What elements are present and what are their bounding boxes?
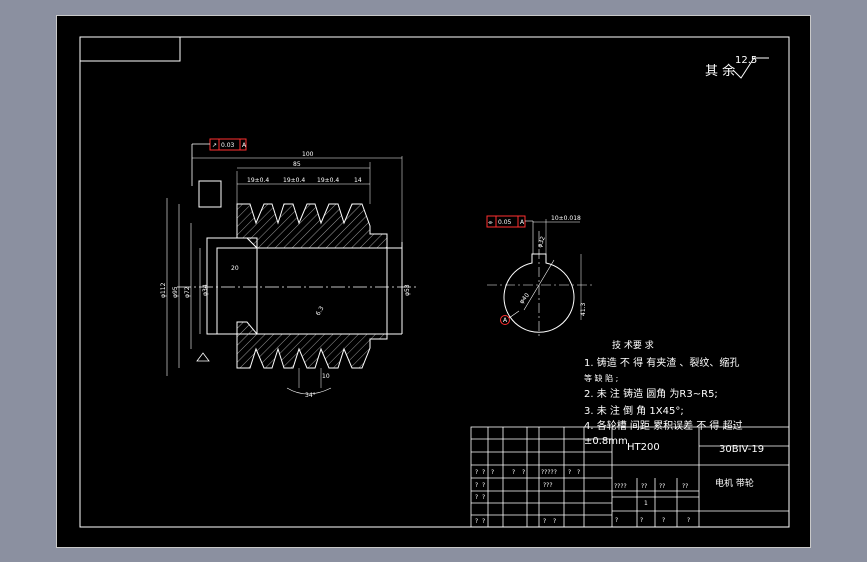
section-bore-diameter: φ40 [518, 292, 531, 306]
tb-b2: ??? [543, 482, 553, 489]
tb-info-0: ???? [614, 483, 627, 490]
roughness-note: 其 余 12.5 [705, 55, 769, 79]
drawing-viewport[interactable]: 其 余 12.5 ↗ 0.03 A [56, 15, 811, 548]
tb-info-3: ?? [682, 483, 688, 490]
roughness-symbol [732, 57, 769, 79]
tb-a4: ? [522, 469, 525, 476]
dim-outer-diameter: φ112 [160, 282, 167, 298]
tb-bottom-2: ? [662, 517, 665, 524]
dim-datum-diameter: φ95 [172, 286, 179, 298]
main-view: ↗ 0.03 A 100 85 19±0.4 19±0.4 19±0.4 14 [160, 138, 417, 399]
tb-bottom-1: ? [640, 517, 643, 524]
tech-req-line-5: 4. 各轮槽 间距 累积误差 不 得 超过 [584, 419, 743, 432]
tb-d1: ? [482, 518, 485, 525]
top-dimensions: 100 85 19±0.4 19±0.4 19±0.4 14 [192, 151, 403, 242]
symmetry-value: 0.05 [498, 219, 512, 226]
tb-d3: ? [553, 518, 556, 525]
runout-datum: A [242, 142, 247, 149]
upper-section-hatch [236, 203, 388, 249]
symmetry-tolerance-frame: ⌯ 0.05 A [486, 215, 534, 254]
runout-value: 0.03 [221, 142, 235, 149]
dim-groove-pitch-1: 19±0.4 [247, 177, 269, 184]
tb-a1: ? [482, 469, 485, 476]
bore-outline [256, 247, 388, 335]
datum-a-label: A [503, 317, 508, 324]
runout-symbol: ↗ [212, 142, 217, 149]
tb-info-1: ?? [641, 483, 647, 490]
keyway-depth: 41.3 [580, 302, 587, 316]
dim-groove-diameter: φ72 [184, 286, 191, 298]
keyway-width: 10±0.018 [551, 215, 581, 222]
tech-req-title: 技 术要 求 [612, 339, 654, 351]
corner-reference-box [79, 36, 181, 62]
dim-groove-pitch-2: 19±0.4 [283, 177, 305, 184]
left-boss [198, 180, 222, 208]
cad-drawing-sheet: 其 余 12.5 ↗ 0.03 A [79, 36, 790, 528]
tb-c1: ? [482, 494, 485, 501]
tb-info2-0: 1 [644, 500, 648, 507]
tb-part-name: 电机 带轮 [715, 477, 754, 489]
dim-groove-span: 85 [293, 161, 301, 168]
tech-req-line-2: 等 缺 陷 ; [584, 373, 618, 383]
technical-requirements: 技 术要 求 1. 铸造 不 得 有夹渣 、裂纹、缩孔 等 缺 陷 ; 2. 未… [584, 339, 743, 447]
dim-groove-width: 10 [322, 373, 330, 380]
dim-roughness-mark: 6.3 [315, 305, 326, 317]
section-side-mark: φ32 [536, 235, 547, 248]
section-view: ⌯ 0.05 A 10±0.018 41.3 φ32 φ40 A [486, 215, 592, 336]
tb-c0: ? [475, 494, 478, 501]
dim-chamfer-depth: 20 [231, 265, 239, 272]
tb-a0: ? [475, 469, 478, 476]
tech-req-line-3: 2. 未 注 铸造 圆角 为R3~R5; [584, 387, 718, 400]
dim-end-offset: 14 [354, 177, 362, 184]
title-block [470, 426, 790, 528]
tb-a7: ? [577, 469, 580, 476]
dim-groove-angle: 34° [305, 392, 316, 399]
tb-b1: ? [482, 482, 485, 489]
datum-triangle [196, 352, 210, 362]
dim-bore-diameter: φ34 [202, 284, 209, 296]
symmetry-datum: A [520, 219, 525, 226]
bore-left-ring [216, 247, 258, 335]
tb-info-2: ?? [659, 483, 665, 490]
tb-d2: ? [543, 518, 546, 525]
bottom-dimensions: 34° 10 6.3 [286, 305, 332, 399]
roughness-prefix: 其 余 [705, 63, 735, 79]
tb-bottom-3: ? [687, 517, 690, 524]
tb-drawing-no: 30BIV-19 [719, 444, 764, 455]
roughness-value: 12.5 [735, 55, 757, 66]
tb-d0: ? [475, 518, 478, 525]
title-block-text: HT200 30BIV-19 电机 带轮 ? ? ? ? ? ????? ? ?… [475, 442, 764, 525]
tech-req-line-6: ±0.8mm [584, 436, 628, 447]
dim-groove-pitch-3: 19±0.4 [317, 177, 339, 184]
outer-border [79, 36, 790, 528]
hub-left-face [206, 237, 258, 335]
tech-req-line-4: 3. 未 注 倒 角 1X45°; [584, 404, 684, 417]
tb-b0: ? [475, 482, 478, 489]
tb-a3: ? [512, 469, 515, 476]
bore-with-keyway [503, 253, 575, 333]
tb-material: HT200 [627, 442, 660, 453]
dim-overall-length: 100 [302, 151, 314, 158]
symmetry-symbol: ⌯ [488, 219, 493, 226]
tb-a5: ????? [541, 469, 557, 476]
lower-section-hatch [236, 321, 388, 369]
tb-a6: ? [568, 469, 571, 476]
runout-tolerance-frame: ↗ 0.03 A [191, 138, 247, 186]
left-dimensions: φ112 φ95 φ72 φ34 φ53 20 [160, 198, 411, 376]
dim-hub-diameter: φ53 [404, 284, 411, 296]
datum-a-marker [500, 315, 510, 325]
tb-a2: ? [491, 469, 494, 476]
tb-bottom-0: ? [615, 517, 618, 524]
tech-req-line-1: 1. 铸造 不 得 有夹渣 、裂纹、缩孔 [584, 356, 739, 369]
